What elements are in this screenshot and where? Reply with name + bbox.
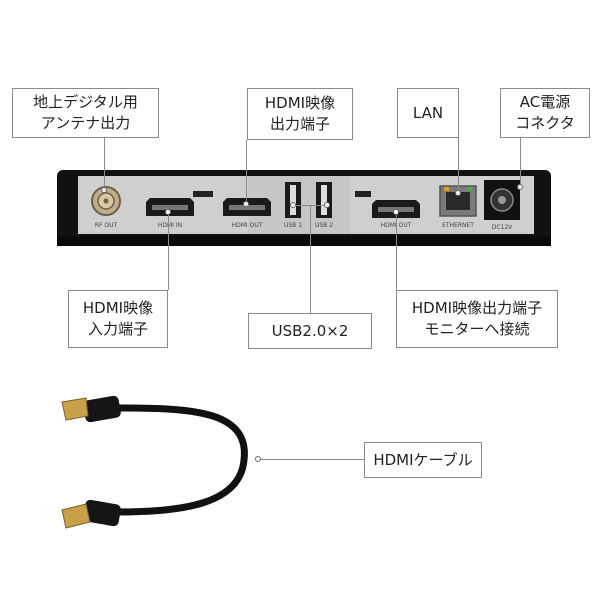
label-hdmi-in: HDMI IN	[158, 222, 182, 229]
marker-dot	[101, 187, 107, 193]
callout-line: HDMIケーブル	[373, 450, 473, 469]
marker-dot	[290, 202, 296, 208]
leader-line-hdmi-monitor	[396, 214, 397, 290]
callout-line: HDMI映像	[82, 299, 154, 317]
dc-jack	[484, 180, 520, 220]
label-rf-out: RF OUT	[95, 222, 118, 229]
leader-line-usb	[310, 205, 311, 313]
device-back-panel	[57, 170, 551, 246]
callout-line: アンテナ出力	[40, 114, 131, 132]
label-usb2: USB 2	[315, 222, 333, 229]
leader-line-hdmi-in	[168, 214, 169, 290]
label-usb1: USB 1	[284, 222, 302, 229]
marker-dot	[393, 209, 399, 215]
callout-usb: USB2.0×2	[248, 313, 372, 349]
callout-line: 入力端子	[87, 320, 148, 338]
callout-hdmi-monitor: HDMI映像出力端子 モニターへ接続	[396, 290, 558, 348]
marker-dot	[165, 209, 171, 215]
ethernet-port	[439, 185, 477, 217]
marker-dot	[455, 190, 461, 196]
marker-dot	[517, 184, 523, 190]
panel-slot	[193, 191, 213, 197]
callout-lan: LAN	[397, 88, 459, 138]
leader-line-rf	[104, 137, 105, 187]
callout-line: HDMI映像	[264, 94, 336, 112]
rf-out-connector	[91, 186, 121, 216]
label-ethernet: ETHERNET	[442, 222, 474, 229]
panel-slot	[355, 191, 371, 197]
marker-dot	[255, 456, 261, 462]
leader-line-usb-branch	[293, 205, 327, 206]
hdmi-out-port-1	[223, 198, 271, 216]
callout-line: モニターへ接続	[424, 320, 530, 338]
callout-hdmi-cable: HDMIケーブル	[364, 442, 482, 478]
leader-line-cable	[261, 459, 365, 460]
callout-line: 地上デジタル用	[33, 93, 138, 111]
label-dc: DC12V	[492, 224, 513, 231]
leader-line-ac	[520, 137, 521, 185]
callout-line: HDMI映像出力端子	[411, 299, 543, 317]
leader-line-hdmi-out	[246, 140, 247, 202]
callout-ac-power: AC電源 コネクタ	[500, 88, 590, 138]
usb-ports	[285, 182, 332, 218]
hdmi-in-port	[146, 198, 194, 216]
hdmi-cable	[61, 395, 248, 529]
callout-line: LAN	[412, 103, 444, 122]
callout-hdmi-out: HDMI映像 出力端子	[247, 88, 353, 140]
callout-line: USB2.0×2	[271, 321, 349, 340]
callout-line: AC電源	[519, 93, 571, 111]
callout-rf-antenna: 地上デジタル用 アンテナ出力	[12, 88, 159, 138]
leader-line-lan	[458, 137, 459, 191]
marker-dot	[243, 201, 249, 207]
label-hdmi-out-1: HDMI OUT	[232, 222, 263, 229]
callout-hdmi-in: HDMI映像 入力端子	[68, 290, 168, 348]
marker-dot	[324, 202, 330, 208]
callout-line: 出力端子	[269, 115, 330, 133]
callout-line: コネクタ	[515, 114, 575, 132]
